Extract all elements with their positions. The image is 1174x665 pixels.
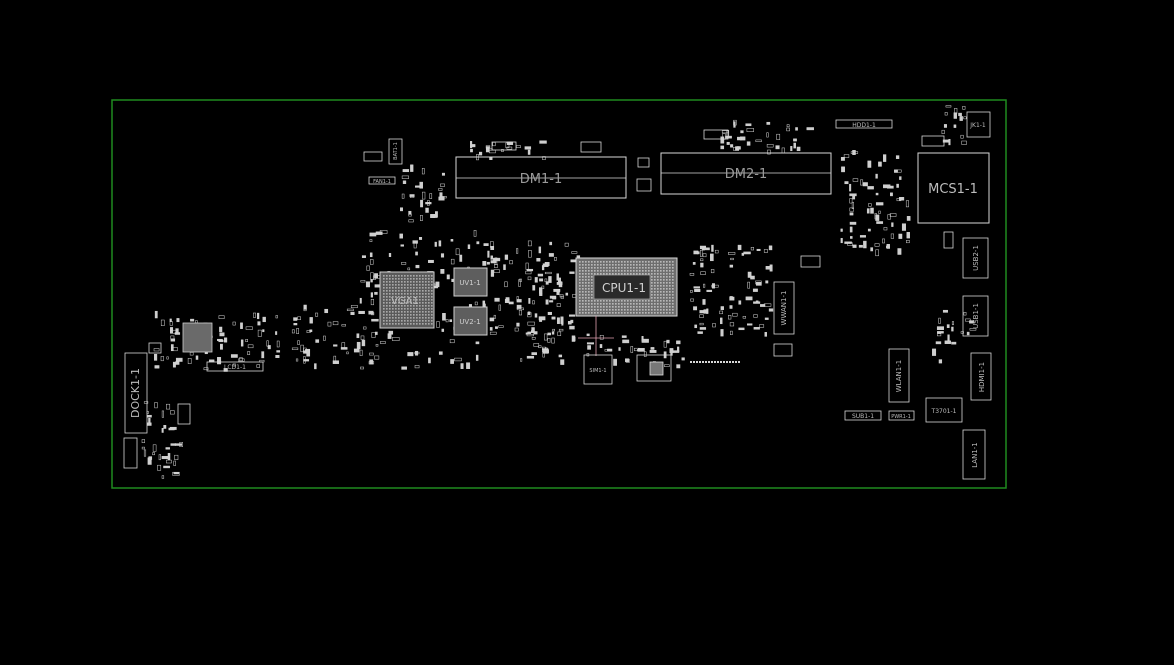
usb1-connector[interactable]: USB1-1 — [962, 295, 989, 337]
vga1-component[interactable]: VGA1 — [379, 271, 435, 329]
hdd1-connector[interactable]: HDD1-1 — [835, 119, 893, 129]
bat1-connector[interactable]: BAT1-1 — [388, 138, 403, 165]
fan1-connector[interactable]: FAN1-1 — [368, 176, 396, 185]
dm2-slot[interactable]: DM2-1 — [660, 152, 832, 195]
t3701-component[interactable]: T3701-1 — [925, 397, 963, 423]
sim1-label: SIM1-1 — [589, 368, 606, 374]
lcd1-label: LCD1-1 — [224, 364, 246, 371]
mcs1-label: MCS1-1 — [928, 182, 978, 197]
dm1-slot[interactable]: DM1-1 — [455, 156, 627, 199]
dm2-label: DM2-1 — [725, 167, 767, 182]
hdmi1-connector[interactable]: HDMI1-1 — [970, 352, 992, 401]
lan1-connector[interactable]: LAN1-1 — [962, 429, 986, 480]
wlan1-label: WLAN1-1 — [895, 360, 903, 392]
small-components — [141, 105, 977, 479]
wwan1-connector[interactable]: WWAN1-1 — [773, 281, 795, 335]
wlan1-connector[interactable]: WLAN1-1 — [888, 348, 910, 403]
sub1-connector[interactable]: SUB1-1 — [844, 410, 882, 421]
t3701-label: T3701-1 — [931, 408, 957, 415]
hdmi1-label: HDMI1-1 — [978, 362, 986, 392]
sim1-component[interactable]: SIM1-1 — [583, 354, 613, 385]
dock1-connector[interactable]: DOCK1-1 — [124, 352, 148, 434]
lcd1-connector[interactable]: LCD1-1 — [206, 361, 264, 372]
uv1-label: UV1-1 — [459, 279, 480, 287]
uv2-component[interactable]: UV2-1 — [453, 306, 488, 336]
usb2-connector[interactable]: USB2-1 — [962, 237, 989, 279]
uv1-component[interactable]: UV1-1 — [453, 267, 488, 297]
uv2-label: UV2-1 — [459, 318, 480, 326]
jk1-connector[interactable]: JK1-1 — [966, 111, 991, 138]
board-outline — [111, 99, 1007, 489]
dock1-label: DOCK1-1 — [129, 368, 142, 418]
jk1-label: JK1-1 — [969, 122, 986, 129]
bat1-label: BAT1-1 — [393, 142, 399, 160]
fan1-label: FAN1-1 — [373, 179, 391, 185]
wwan1-label: WWAN1-1 — [780, 291, 788, 326]
vga1-label: VGA1 — [391, 296, 419, 307]
pwr1-connector[interactable]: PWR1-1 — [888, 410, 915, 421]
pwr1-label: PWR1-1 — [891, 414, 911, 420]
usb1-label: USB1-1 — [972, 303, 980, 329]
lan1-label: LAN1-1 — [971, 442, 979, 468]
mcs1-component[interactable]: MCS1-1 — [917, 152, 990, 224]
cpu1-label: CPU1-1 — [602, 281, 646, 295]
sub1-label: SUB1-1 — [852, 413, 874, 420]
dm1-label: DM1-1 — [520, 172, 562, 187]
hdd1-label: HDD1-1 — [852, 122, 876, 129]
usb2-label: USB2-1 — [972, 245, 980, 271]
cpu1-component[interactable]: CPU1-1 — [575, 257, 678, 317]
